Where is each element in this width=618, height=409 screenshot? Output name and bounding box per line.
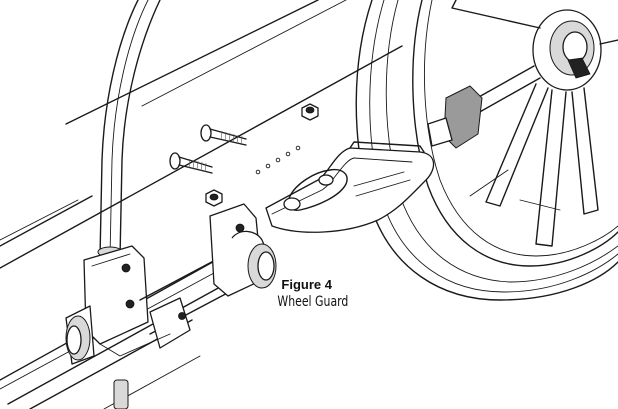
rear-wheel bbox=[355, 0, 618, 301]
figure-number: Figure 4 bbox=[281, 277, 332, 292]
lock-nut-1 bbox=[301, 103, 319, 121]
figure-title: Wheel Guard bbox=[277, 294, 349, 310]
lower-clamp bbox=[65, 203, 277, 409]
carriage-bolt-2 bbox=[169, 152, 213, 174]
figure-caption: Figure 4 Wheel Guard bbox=[262, 277, 349, 310]
wheel-spokes bbox=[451, 0, 618, 247]
carriage-bolt-1 bbox=[200, 124, 247, 146]
wheel-hub bbox=[532, 9, 602, 91]
wheel-guard bbox=[265, 141, 435, 233]
brake-bracket bbox=[427, 85, 483, 149]
handle-tube bbox=[97, 0, 161, 259]
lock-nut-2 bbox=[205, 189, 223, 207]
